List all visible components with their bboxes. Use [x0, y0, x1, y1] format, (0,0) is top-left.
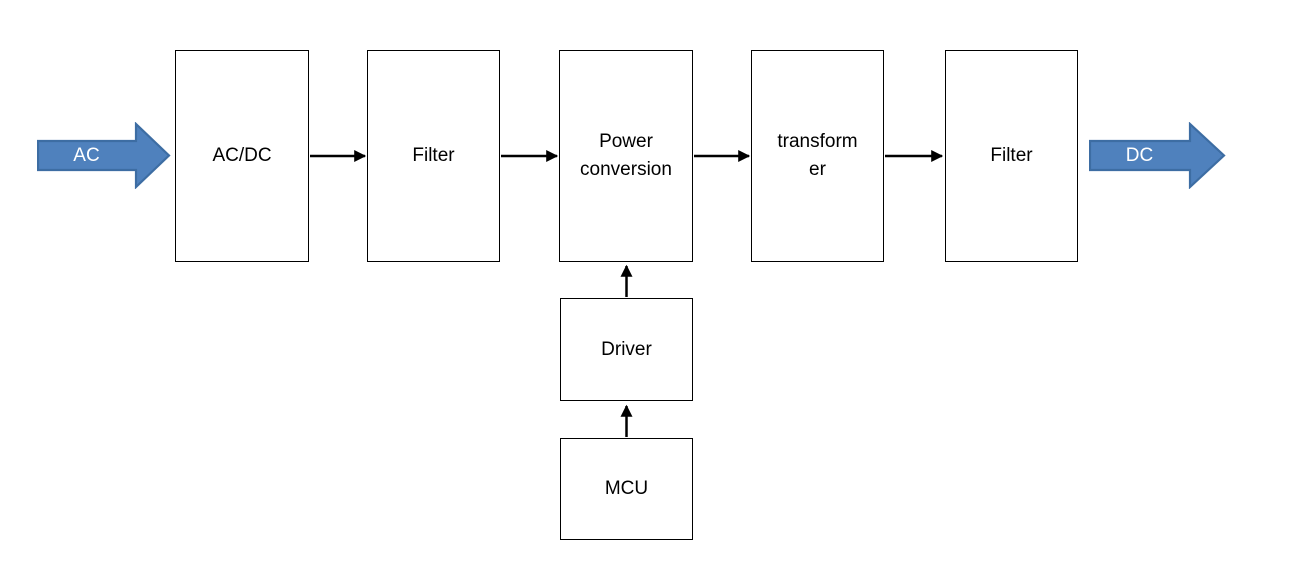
output-arrow-dc: DC — [1089, 122, 1226, 189]
block-mcu: MCU — [560, 438, 693, 540]
input-arrow-label: AC — [73, 144, 100, 166]
block-mcu-label: MCU — [604, 478, 649, 500]
block-transformer-label: transform er — [777, 131, 858, 180]
block-filter-2-label: Filter — [990, 145, 1033, 167]
input-arrow-ac: AC — [37, 122, 171, 189]
block-acdc: AC/DC — [175, 50, 309, 262]
block-driver-label: Driver — [601, 338, 652, 360]
block-arrow-dc-shape — [1089, 122, 1226, 189]
block-filter-1-label: Filter — [412, 145, 455, 167]
block-driver: Driver — [560, 298, 693, 401]
block-filter-2: Filter — [945, 50, 1078, 262]
block-power-conversion-label: Power conversion — [580, 131, 672, 180]
block-transformer: transform er — [751, 50, 884, 262]
block-acdc-label: AC/DC — [212, 145, 272, 167]
block-arrow-ac-shape — [37, 122, 171, 189]
block-power-conversion: Power conversion — [559, 50, 693, 262]
block-filter-1: Filter — [367, 50, 500, 262]
output-arrow-label: DC — [1125, 144, 1154, 166]
